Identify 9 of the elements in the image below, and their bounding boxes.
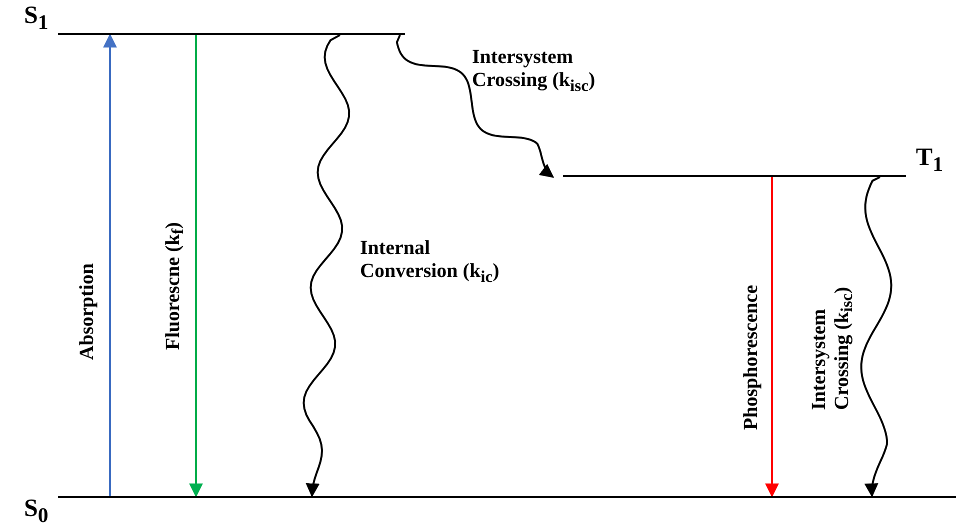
level-label: T$_{1}$ — [914, 145, 944, 177]
wavy-arrow — [860, 176, 892, 498]
level-label: S$_{0}$ — [23, 496, 50, 527]
level-label: S$_{1}$ — [23, 3, 50, 35]
wavy-arrow — [396, 34, 554, 178]
arrow — [103, 34, 117, 496]
wavy-arrow — [302, 34, 350, 498]
arrow — [189, 35, 203, 498]
arrow — [765, 177, 779, 498]
